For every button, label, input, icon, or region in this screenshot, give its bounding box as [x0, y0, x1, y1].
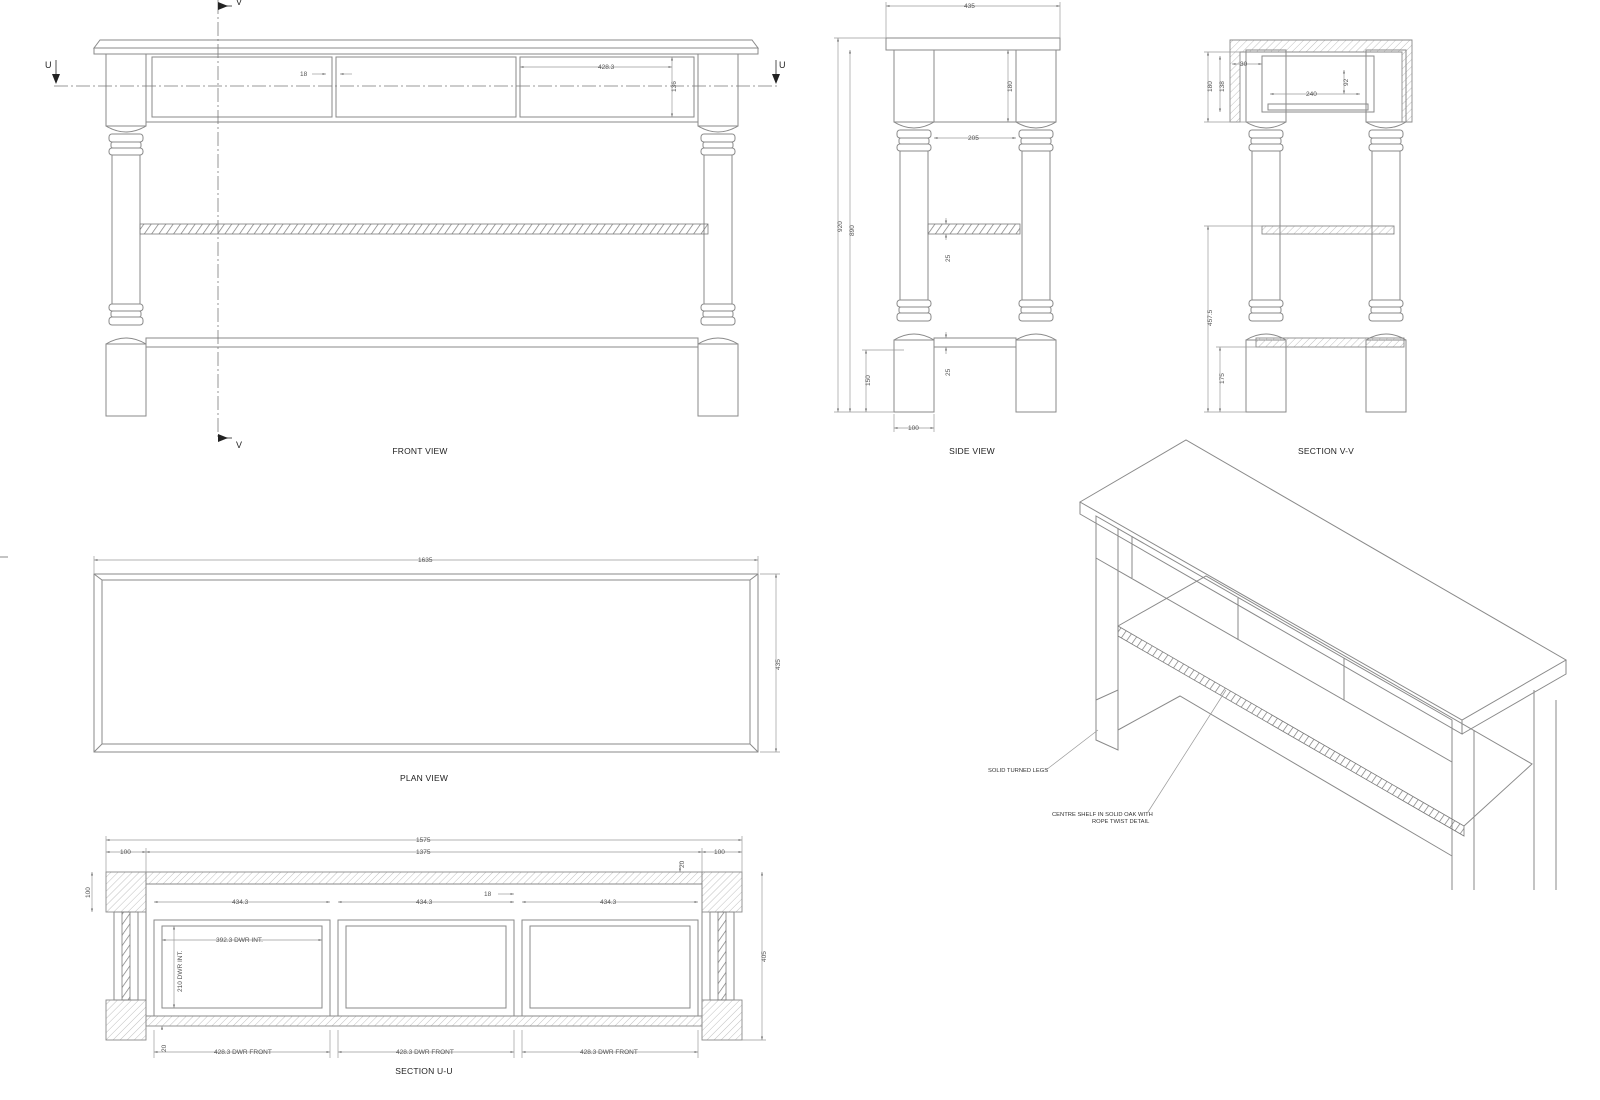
- section-marker-v-top: V: [236, 0, 242, 7]
- vv-dim-drawer: 138: [1219, 81, 1226, 92]
- uu-dim-bay-1: 434.3: [232, 899, 249, 906]
- uu-dim-dwr-front-1: 428.3 DWR FRONT: [214, 1049, 272, 1056]
- uu-dim-bay-3: 434.3: [600, 899, 617, 906]
- uu-dim-bay-2: 434.3: [416, 899, 433, 906]
- section-marker-u-left: U: [45, 60, 52, 70]
- uu-dim-drawer-int: 392.3 DWR INT.: [216, 937, 263, 944]
- side-dim-leg-height: 890: [849, 225, 856, 236]
- plan-view: 1635 435 PLAN VIEW: [93, 556, 782, 783]
- side-dim-depth: 435: [964, 3, 975, 10]
- section-vv: 180 138 30 92 240 457.5 175 SECTION V-V: [1204, 39, 1413, 456]
- uu-dim-leg-depth: 100: [85, 887, 92, 898]
- isometric-view: SOLID TURNED LEGS CENTRE SHELF IN SOLID …: [988, 439, 1567, 890]
- note-solid-turned-legs: SOLID TURNED LEGS: [988, 768, 1048, 774]
- uu-dim-front-thick: 20: [161, 1044, 168, 1052]
- front-dim-drawer-width: 428.3: [598, 64, 615, 71]
- section-uu: 1575 1375 100 100 100 20 18 405 434.3 43…: [85, 836, 768, 1076]
- uu-dim-overall: 1575: [416, 837, 431, 844]
- section-marker-v-bottom: V: [236, 440, 242, 450]
- vv-dim-runner: 240: [1306, 91, 1317, 98]
- vv-dim-apron: 180: [1207, 81, 1214, 92]
- side-view-title: SIDE VIEW: [949, 446, 995, 456]
- uu-dim-inner: 1375: [416, 849, 431, 856]
- vv-dim-shelf-height: 457.5: [1207, 309, 1214, 326]
- uu-dim-dwr-front-3: 428.3 DWR FRONT: [580, 1049, 638, 1056]
- side-view-rope-shelf: [927, 223, 1021, 235]
- side-view: 435 920 890 180 205 25 25 150 100 SIDE V…: [834, 2, 1061, 456]
- uu-dim-dwr-front-2: 428.3 DWR FRONT: [396, 1049, 454, 1056]
- section-vv-title: SECTION V-V: [1298, 446, 1354, 456]
- front-dim-drawer-gap: 18: [300, 71, 308, 78]
- plan-dim-depth: 435: [775, 659, 782, 670]
- front-view-rope-shelf: [139, 223, 709, 235]
- uu-dim-depth: 405: [761, 951, 768, 962]
- side-dim-total-height: 920: [837, 221, 844, 232]
- plan-dim-length: 1635: [418, 557, 433, 564]
- vv-dim-rail-height: 175: [1219, 373, 1226, 384]
- side-dim-leg-width: 100: [908, 425, 919, 432]
- front-dim-drawer-height: 136: [671, 81, 678, 92]
- uu-dim-drawer-int-h: 210 DWR INT.: [177, 950, 184, 992]
- note-centre-shelf-line1: CENTRE SHELF IN SOLID OAK WITH: [1052, 812, 1153, 818]
- side-dim-shelf-thick: 25: [945, 254, 952, 262]
- uu-dim-back: 20: [679, 860, 686, 868]
- vv-dim-offset: 30: [1240, 61, 1248, 68]
- note-centre-shelf-line2: ROPE TWIST DETAIL: [1092, 819, 1150, 825]
- front-view: 18 428.3 136 U U V V FRONT VIEW: [45, 0, 786, 456]
- side-dim-inner-width: 205: [968, 135, 979, 142]
- uu-dim-gap: 18: [484, 891, 492, 898]
- section-marker-u-right: U: [779, 60, 786, 70]
- plan-view-title: PLAN VIEW: [400, 773, 448, 783]
- side-dim-rail-height: 150: [865, 375, 872, 386]
- section-uu-title: SECTION U-U: [395, 1066, 452, 1076]
- side-dim-apron: 180: [1007, 81, 1014, 92]
- uu-dim-leg-left: 100: [120, 849, 131, 856]
- side-dim-rail-thick: 25: [945, 368, 952, 376]
- front-view-title: FRONT VIEW: [392, 446, 447, 456]
- vv-dim-depth: 92: [1343, 78, 1350, 86]
- uu-dim-leg-right: 100: [714, 849, 725, 856]
